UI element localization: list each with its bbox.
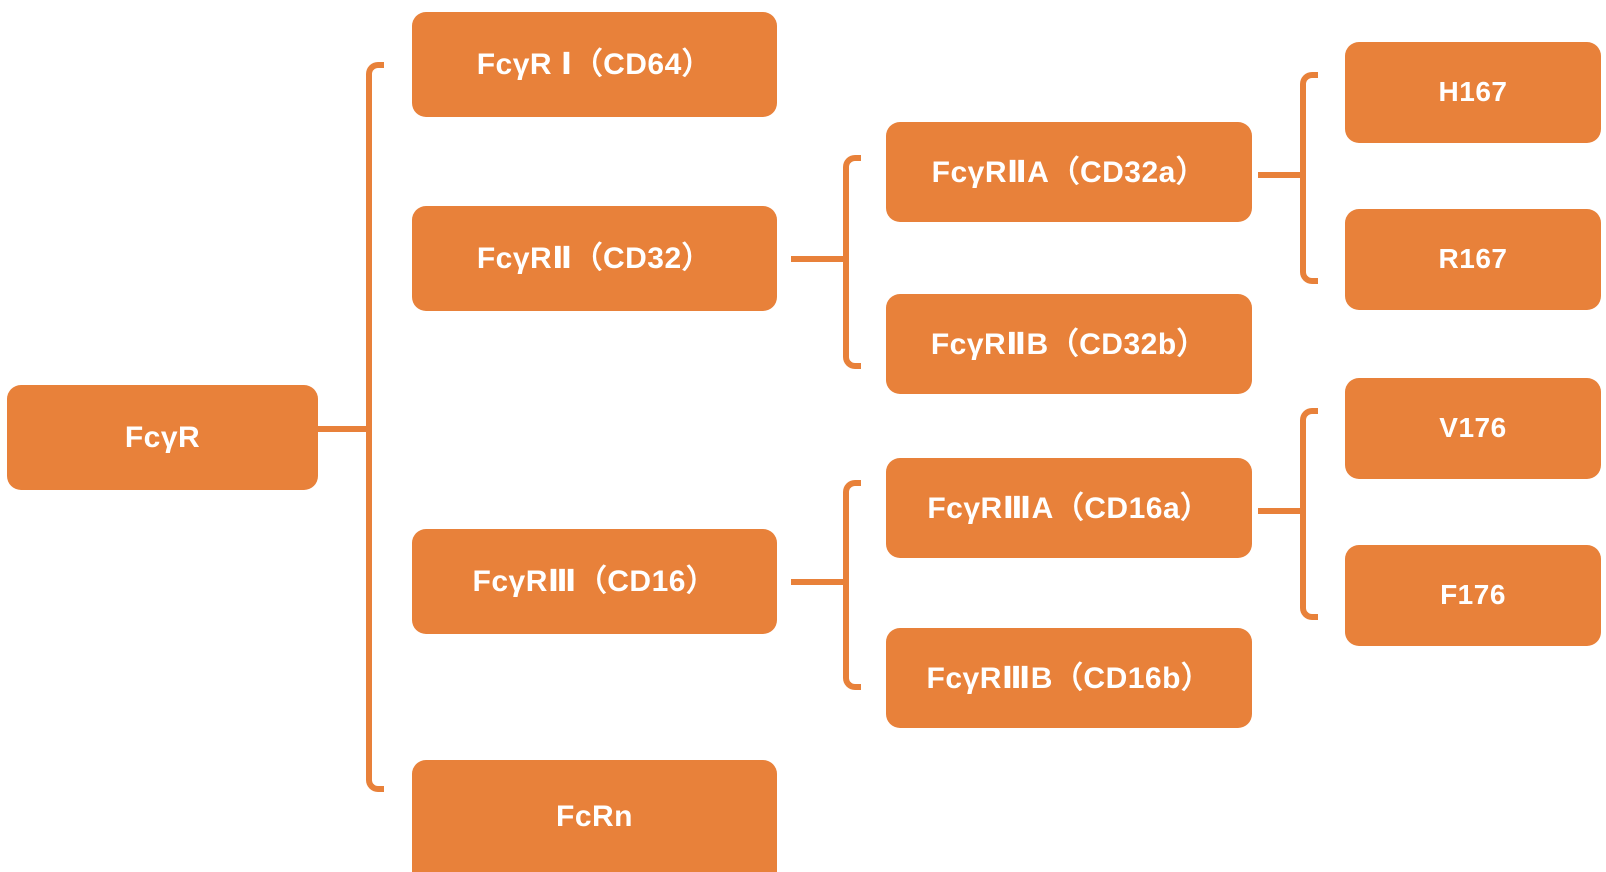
bracket-fcgr2-to-subtypes: [843, 155, 861, 369]
bracket-fcgr3-to-subtypes: [843, 480, 861, 690]
stem-cd16a: [1258, 508, 1306, 514]
bracket-cd16a-to-allotypes: [1300, 408, 1318, 620]
node-fcgr2a-cd32a: FcγRⅡA（CD32a）: [886, 122, 1252, 222]
node-fcgr1-cd64: FcγR Ⅰ（CD64）: [412, 12, 777, 117]
node-fcgr3-cd16: FcγRⅢ（CD16）: [412, 529, 777, 634]
bracket-cd32a-to-allotypes: [1300, 72, 1318, 284]
node-fcgr3b-cd16b: FcγRⅢB（CD16b）: [886, 628, 1252, 728]
node-fcgr-root: FcγR: [7, 385, 318, 490]
node-allotype-v176: V176: [1345, 378, 1601, 479]
stem-root: [318, 426, 370, 432]
stem-fcgr3: [791, 579, 847, 585]
node-fcgr2b-cd32b: FcγRⅡB（CD32b）: [886, 294, 1252, 394]
node-allotype-r167: R167: [1345, 209, 1601, 310]
node-fcgr3a-cd16a: FcγRⅢA（CD16a）: [886, 458, 1252, 558]
node-fcgr2-cd32: FcγRⅡ（CD32）: [412, 206, 777, 311]
stem-cd32a: [1258, 172, 1306, 178]
node-fcrn: FcRn: [412, 760, 777, 872]
node-allotype-f176: F176: [1345, 545, 1601, 646]
stem-fcgr2: [791, 256, 847, 262]
node-allotype-h167: H167: [1345, 42, 1601, 143]
